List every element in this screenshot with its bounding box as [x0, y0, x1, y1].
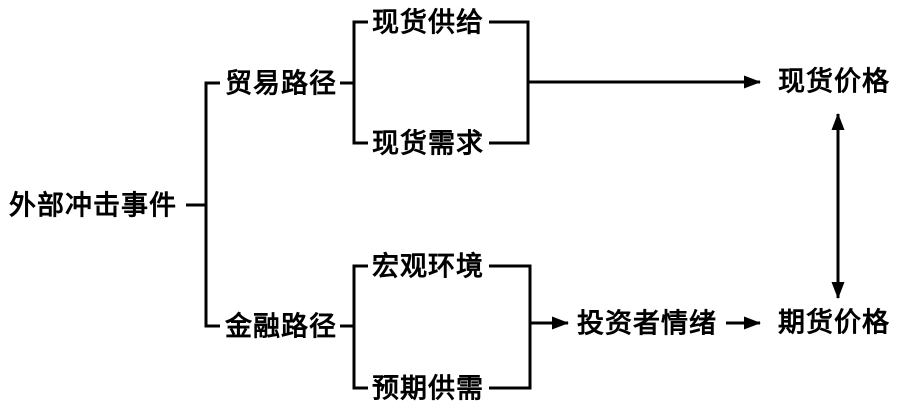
node-trade-path: 贸易路径	[225, 68, 337, 99]
finance-open-bracket	[340, 264, 368, 390]
root-bracket	[186, 81, 220, 328]
finance-close-bracket	[489, 264, 532, 390]
node-spot-price: 现货价格	[778, 66, 890, 97]
node-investor-sentiment: 投资者情绪	[577, 308, 717, 339]
node-futures-price: 期货价格	[778, 307, 890, 338]
node-spot-supply: 现货供给	[372, 7, 484, 38]
node-macro-environment: 宏观环境	[372, 251, 484, 282]
trade-open-bracket	[340, 20, 368, 145]
node-finance-path: 金融路径	[225, 311, 337, 342]
node-external-shock-event: 外部冲击事件	[9, 190, 177, 221]
trade-close-bracket	[489, 20, 530, 145]
node-expected-supply-demand: 预期供需	[372, 373, 484, 404]
node-spot-demand: 现货需求	[372, 128, 484, 159]
